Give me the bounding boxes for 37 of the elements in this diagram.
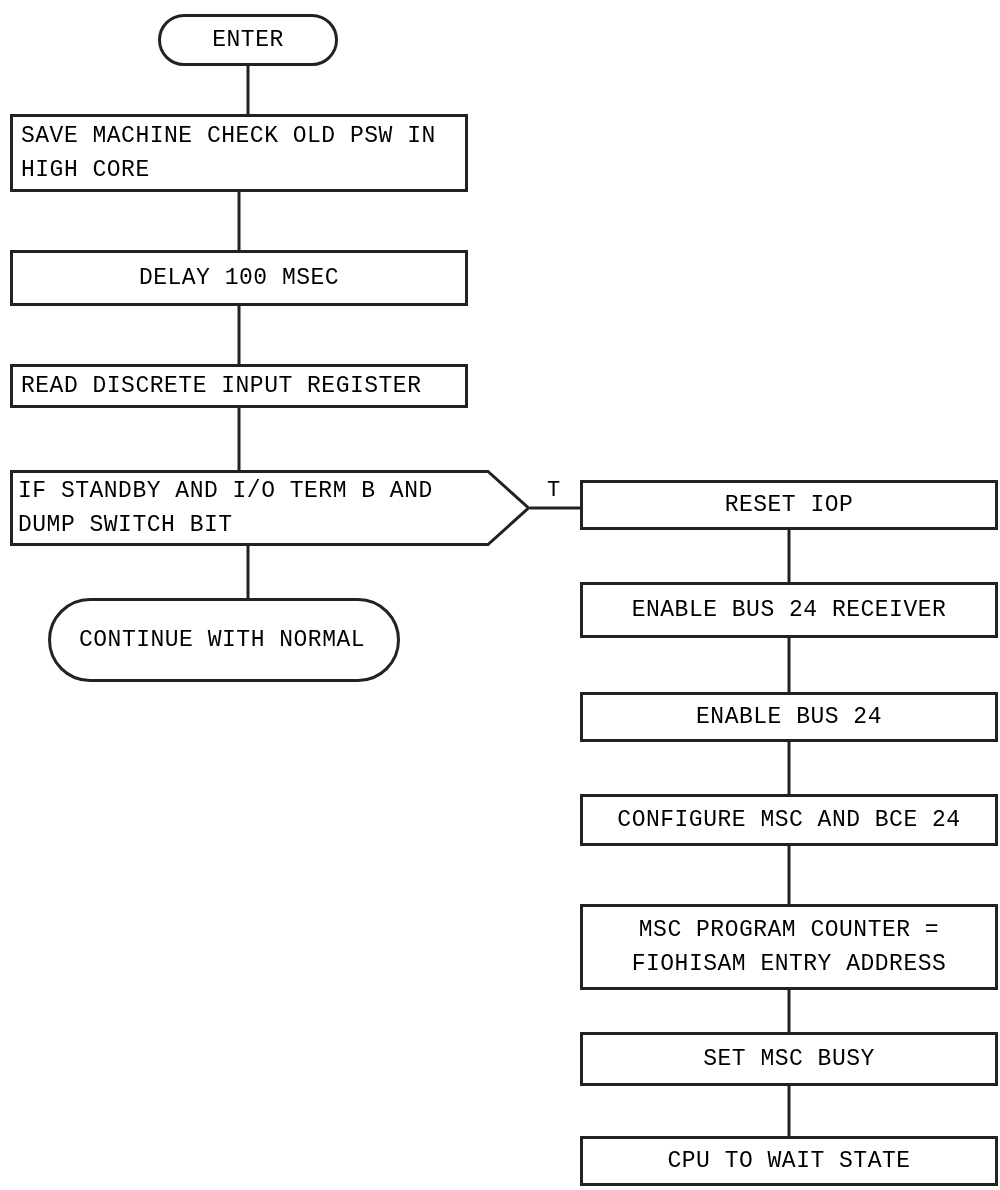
node-text: CONTINUE WITH NORMAL [79,626,366,655]
process-box [580,692,998,742]
connector-line [237,408,241,470]
process-box [10,364,468,408]
process-box [580,794,998,846]
terminal-shape [158,14,338,66]
node-text: MSC PROGRAM COUNTER = FIOHISAM ENTRY ADDRESS [630,916,948,979]
process-box [580,904,998,990]
process-box [10,250,468,306]
node-text: SET MSC BUSY [703,1045,875,1074]
connector-line [237,306,241,364]
process-box [580,1032,998,1086]
connector-line [787,742,791,794]
node-text: IF STANDBY AND I/O TERM B AND DUMP SWITCH BIT [18,477,434,540]
connector-line [787,530,791,582]
connector-line [787,846,791,904]
node-text: CPU TO WAIT STATE [667,1147,911,1176]
connector-line [246,66,250,114]
process-box [580,582,998,638]
node-text: ENTER [212,26,284,55]
connector-line [787,1086,791,1136]
connector-line [530,506,580,510]
node-text: DELAY 100 MSEC [138,264,340,293]
node-text: READ DISCRETE INPUT REGISTER [21,372,422,401]
connector-line [237,192,241,250]
connector-line [246,546,250,598]
node-text: RESET IOP [724,491,854,520]
connector-line [787,638,791,692]
process-box [580,1136,998,1186]
process-box [580,480,998,530]
node-text: SAVE MACHINE CHECK OLD PSW IN HIGH CORE [21,122,437,185]
decision-shape [10,470,530,546]
node-text: ENABLE BUS 24 RECEIVER [631,596,947,625]
process-box [10,114,468,192]
connector-line [787,990,791,1032]
node-text: ENABLE BUS 24 [696,703,882,732]
node-text: CONFIGURE MSC AND BCE 24 [617,806,961,835]
